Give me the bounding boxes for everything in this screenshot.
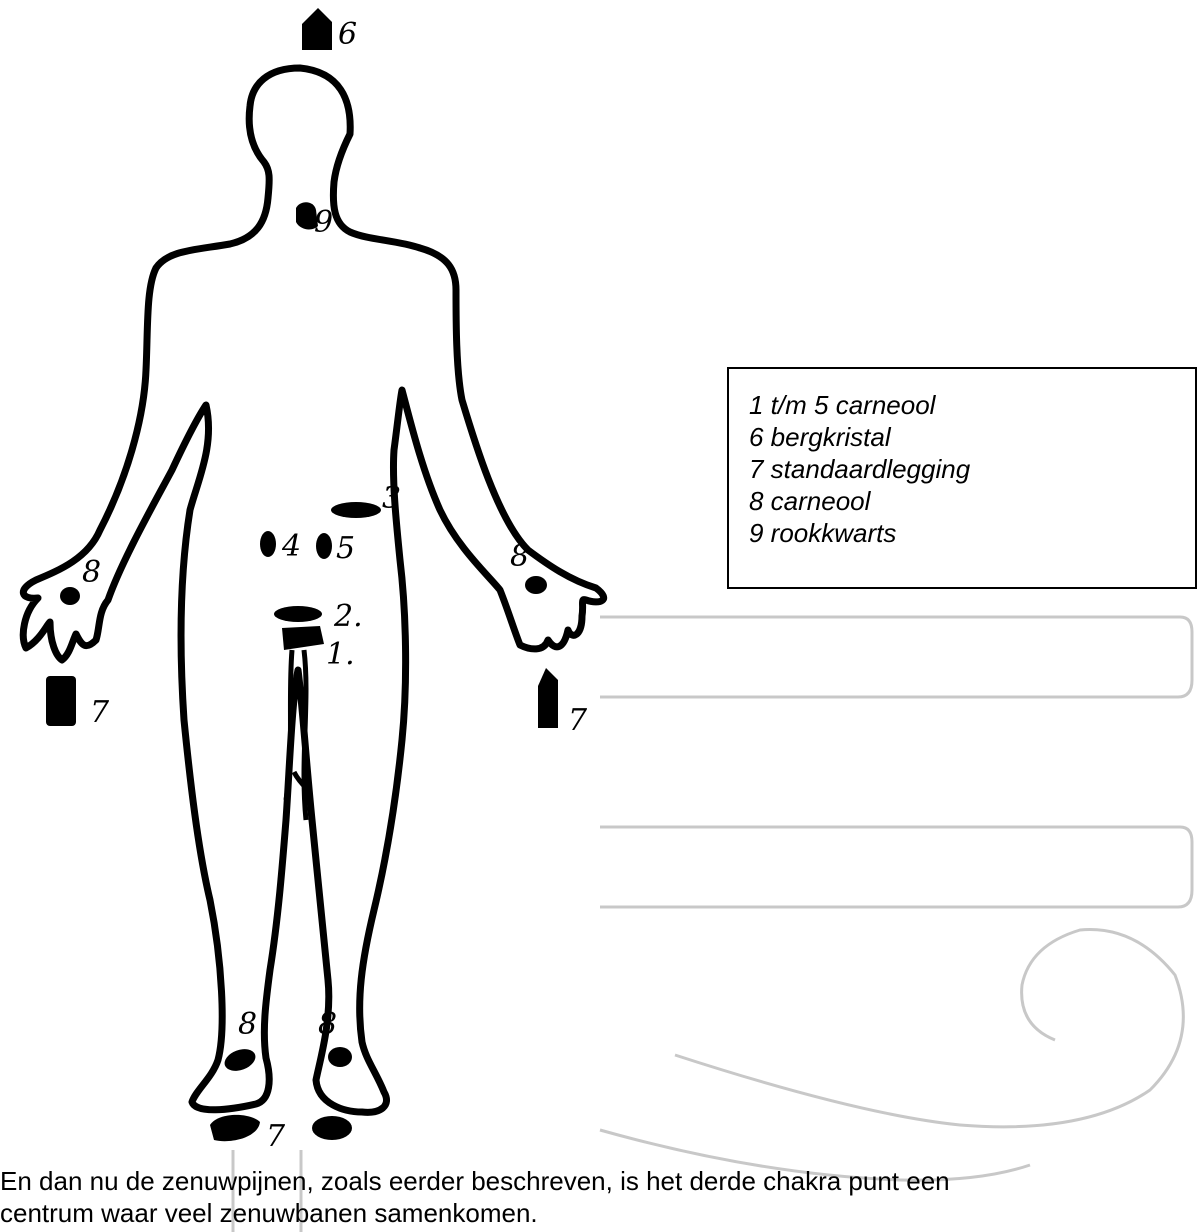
label-5: 5 bbox=[336, 531, 355, 566]
label-8-hand-right: 8 bbox=[510, 539, 529, 574]
legend-line: 8 carneool bbox=[749, 485, 1195, 517]
label-7-right: 7 bbox=[568, 703, 588, 738]
stone-7-foot-left bbox=[210, 1115, 260, 1141]
legend-line: 7 standaardlegging bbox=[749, 453, 1195, 485]
stone-2 bbox=[274, 606, 322, 622]
stone-8-hand-left bbox=[60, 587, 80, 605]
legend-line: 6 bergkristal bbox=[749, 421, 1195, 453]
label-1: 1. bbox=[326, 637, 355, 672]
label-8-foot-left: 8 bbox=[238, 1007, 257, 1042]
stone-7-right bbox=[538, 668, 558, 728]
label-7-left: 7 bbox=[90, 695, 110, 730]
label-crown-6: 6 bbox=[338, 17, 357, 52]
stone-4 bbox=[260, 531, 276, 557]
stone-8-foot-right bbox=[328, 1047, 352, 1067]
label-8-hand-left: 8 bbox=[82, 555, 101, 590]
stone-6-crown bbox=[302, 8, 332, 50]
stones bbox=[46, 8, 558, 1141]
stone-5 bbox=[316, 533, 332, 559]
stone-1 bbox=[282, 626, 324, 650]
body-text-line: En dan nu de zenuwpijnen, zoals eerder b… bbox=[0, 1165, 1202, 1197]
stone-7-left bbox=[46, 676, 76, 726]
grey-artifact-lines bbox=[233, 617, 1192, 1232]
legend-line: 1 t/m 5 carneool bbox=[749, 389, 1195, 421]
legend-box: 1 t/m 5 carneool 6 bergkristal 7 standaa… bbox=[727, 367, 1197, 589]
label-8-foot-right: 8 bbox=[318, 1007, 337, 1042]
stone-8-hand-right bbox=[525, 576, 547, 594]
body-text-line: centrum waar veel zenuwbanen samenkomen. bbox=[0, 1197, 1202, 1229]
stone-7-foot-right bbox=[312, 1116, 352, 1140]
label-4: 4 bbox=[281, 529, 301, 564]
stone-3 bbox=[331, 502, 381, 518]
label-2: 2. bbox=[333, 599, 363, 634]
label-3: 3 bbox=[382, 481, 401, 516]
legend-line: 9 rookkwarts bbox=[749, 517, 1195, 549]
stone-8-foot-left bbox=[222, 1045, 259, 1075]
label-7-feet: 7 bbox=[266, 1119, 286, 1154]
body-text: En dan nu de zenuwpijnen, zoals eerder b… bbox=[0, 1165, 1202, 1229]
label-throat-9: 9 bbox=[314, 205, 333, 240]
